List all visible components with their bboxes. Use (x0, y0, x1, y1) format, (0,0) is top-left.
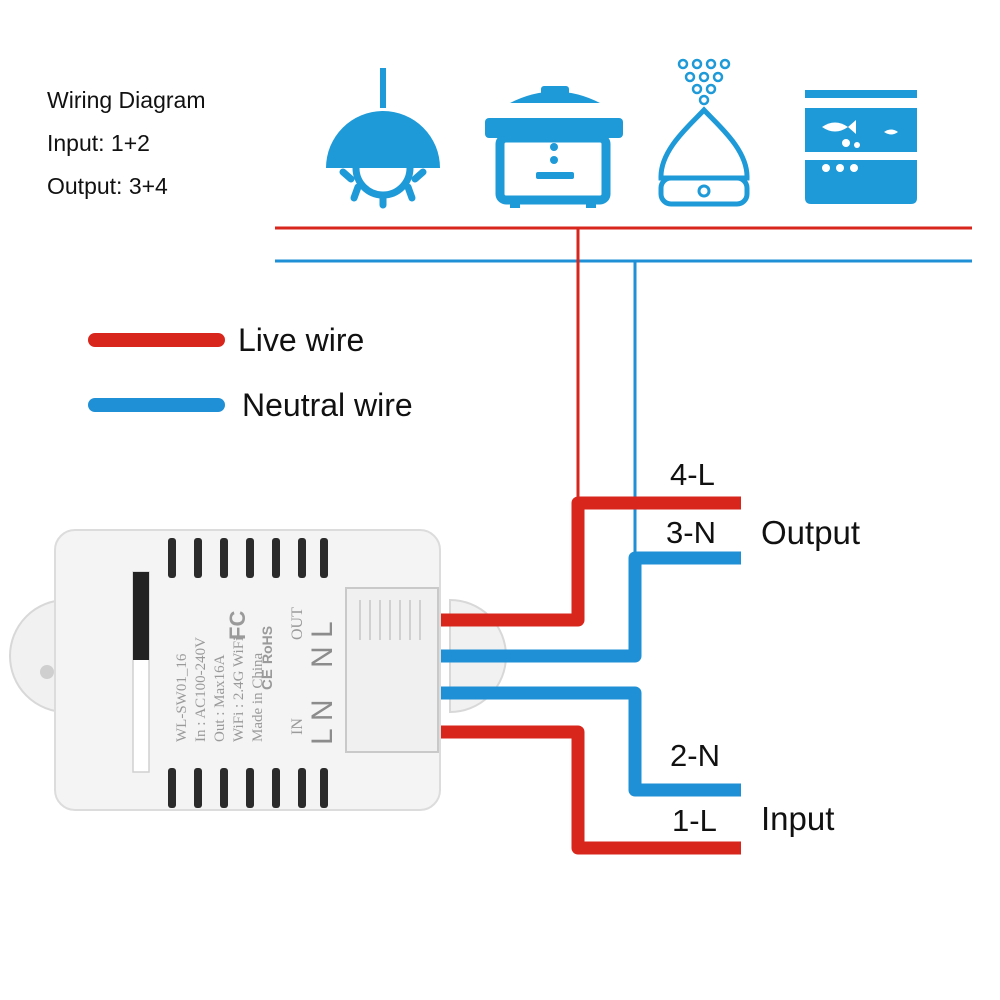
output-group-label: Output (761, 514, 861, 551)
terminal-2-label: 2-N (670, 738, 720, 773)
terminal-1-label: 1-L (672, 803, 717, 838)
device-out-label: OUT (289, 607, 306, 640)
ceiling-lamp-icon (326, 68, 440, 209)
aquarium-icon (805, 90, 917, 204)
legend-neutral-label: Neutral wire (242, 387, 413, 423)
terminal-3-label: 3-N (666, 515, 716, 550)
legend-live-label: Live wire (238, 322, 365, 358)
diagram-title: Wiring Diagram (47, 87, 206, 113)
humidifier-icon (658, 58, 750, 207)
ce-mark: CE (259, 669, 276, 690)
device-wifi: WiFi : 2.4G WiFi (231, 637, 247, 742)
rohs-mark: RoHS (259, 626, 275, 664)
device-model: WL-SW01_16 (174, 653, 190, 742)
device-output-rating: Out : Max16A (212, 654, 228, 742)
output-live-wire (441, 496, 741, 627)
input-group-label: Input (761, 800, 835, 837)
device-in-label: IN (289, 718, 306, 735)
device-out-pins: N L (306, 621, 339, 668)
output-spec: Output: 3+4 (47, 173, 168, 199)
device-in-pins: L N (306, 699, 339, 745)
input-live-wire (441, 725, 741, 855)
output-neutral-wire (441, 551, 741, 663)
terminal-4-label: 4-L (670, 457, 715, 492)
rice-cooker-icon (485, 86, 623, 208)
input-spec: Input: 1+2 (47, 130, 150, 156)
fc-mark: FC (225, 611, 250, 640)
input-neutral-wire (441, 686, 741, 797)
device-input-rating: In : AC100-240V (193, 637, 209, 742)
smart-switch-device: FC RoHS CE WL-SW01_16 In : AC100-240V Ou… (9, 529, 507, 811)
device-origin: Made in China (250, 653, 266, 742)
